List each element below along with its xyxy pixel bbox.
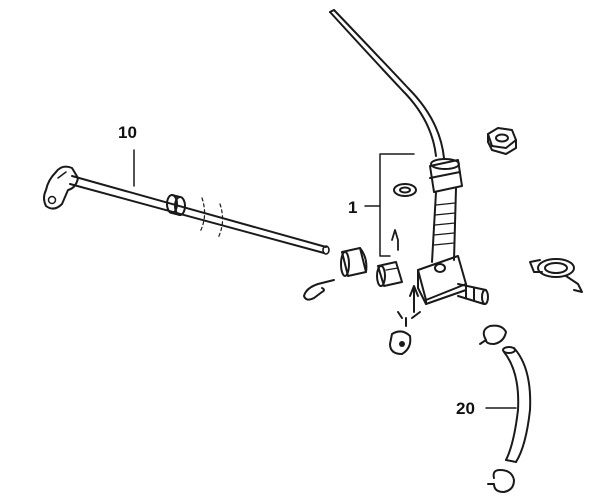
- choke-rod-lower-edge: [69, 183, 325, 254]
- callout-label-1: 1: [348, 198, 358, 217]
- tap-stem-left: [431, 191, 437, 263]
- rod-clevis-hole: [47, 195, 57, 205]
- fuel-pipe-inner: [333, 9, 445, 159]
- rod-bushing: [166, 194, 186, 216]
- tap-small-spring: [391, 229, 399, 251]
- callout-label-20: 20: [456, 399, 475, 418]
- tap-flow-arrow: [409, 285, 419, 313]
- tap-stem-threads: [433, 202, 456, 246]
- rod-break-mark-right: [217, 203, 224, 239]
- tap-union-nut: [429, 158, 463, 193]
- tap-lever: [397, 311, 421, 327]
- hose-clamp: [529, 258, 583, 293]
- fuel-hose: [502, 346, 532, 463]
- tap-washer: [393, 183, 417, 197]
- spring-clip: [303, 279, 335, 301]
- fuel-tap-assembly: [329, 9, 489, 355]
- callout-1-bracket: [364, 153, 415, 257]
- choke-rod-end-cap: [322, 245, 330, 255]
- choke-rod-upper-edge: [71, 175, 327, 248]
- rod-clevis-slot: [57, 171, 67, 179]
- ferrule: [376, 261, 403, 287]
- callout-label-10: 10: [118, 123, 137, 142]
- rod-break-mark-left: [199, 197, 206, 233]
- hex-nut: [487, 127, 517, 155]
- tap-outlet-spigot: [457, 283, 489, 305]
- sleeve-nut: [340, 247, 368, 277]
- choke-rod-assembly: [43, 165, 330, 255]
- fuel-pipe-cap: [329, 9, 335, 13]
- hose-clip: [487, 469, 515, 493]
- fuel-pipe-outer: [329, 11, 437, 157]
- tap-stem-right: [453, 187, 457, 261]
- rod-clevis: [43, 165, 79, 210]
- spring-ring: [479, 324, 507, 345]
- tap-lever-knob: [389, 330, 412, 355]
